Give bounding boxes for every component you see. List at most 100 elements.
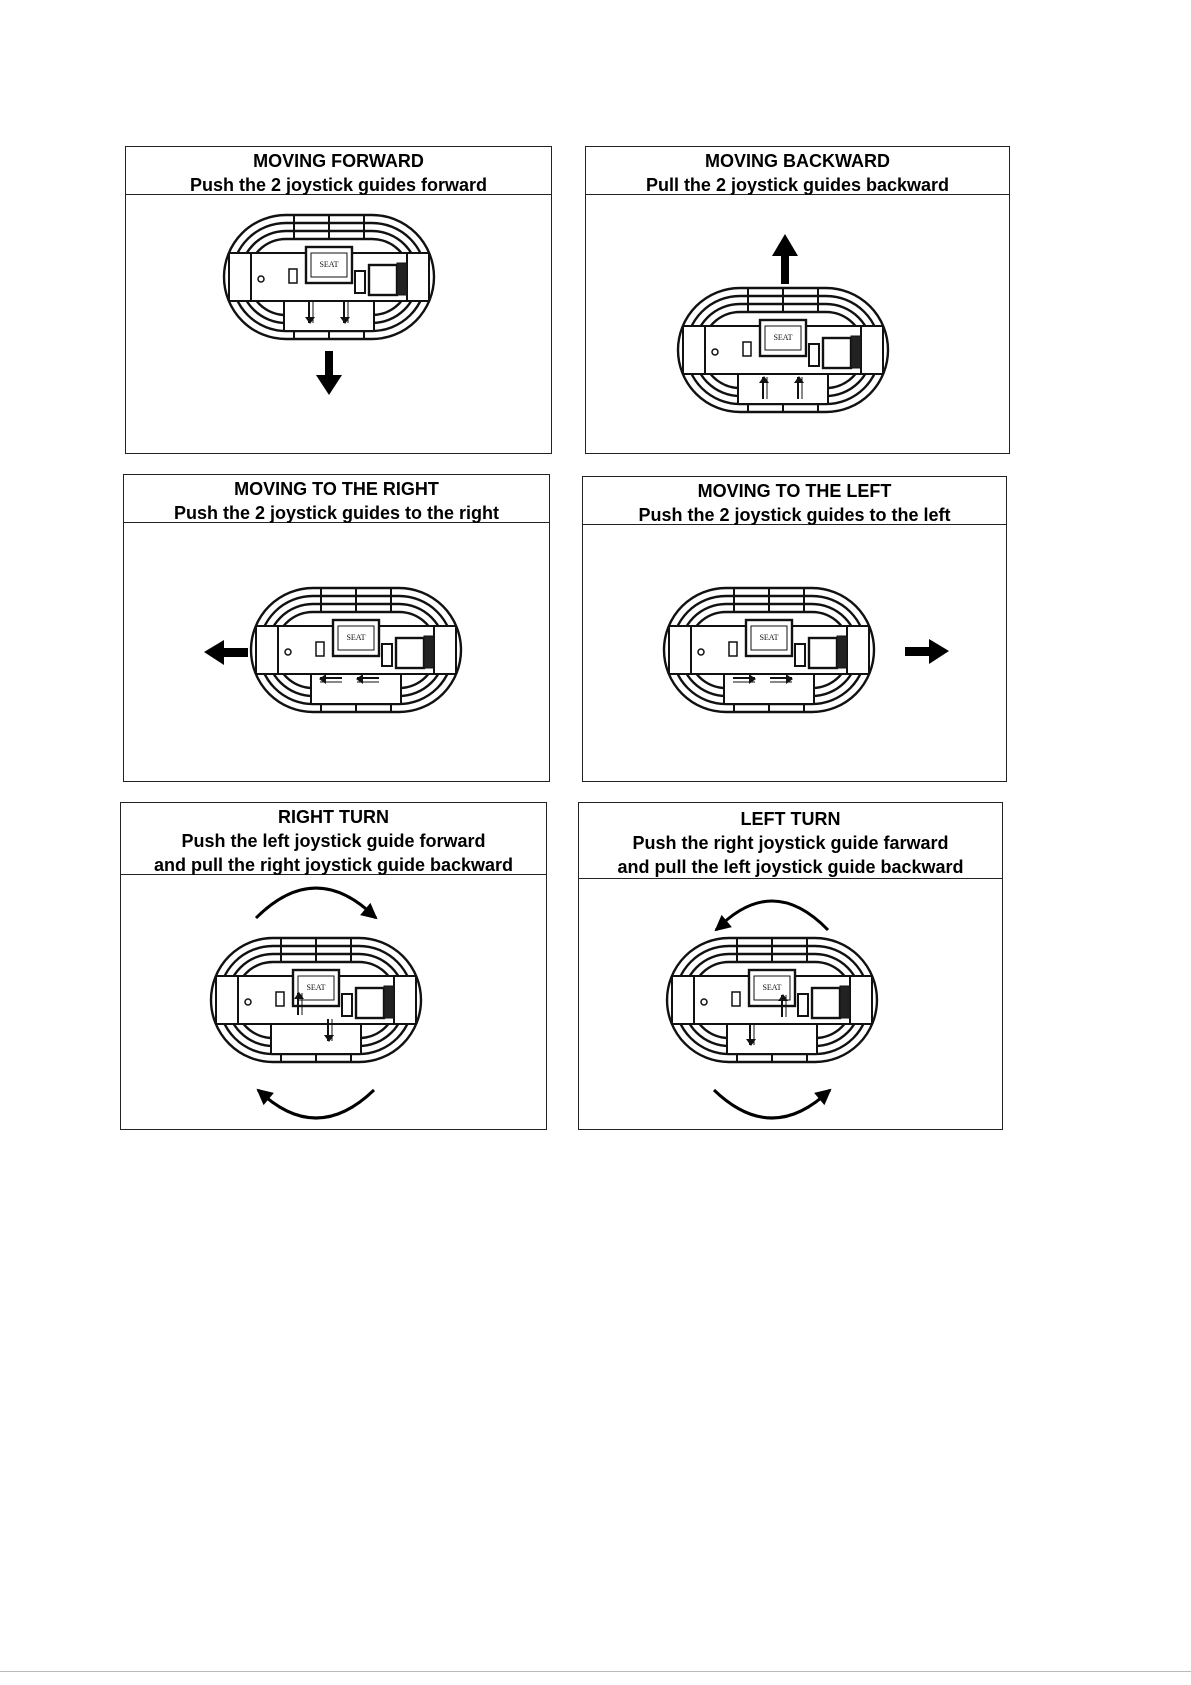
vehicle-diagram: SEAT [665, 899, 879, 1120]
rotation-arrow-curve [712, 1088, 832, 1120]
pivot-point [257, 275, 265, 283]
right-bumper [433, 625, 457, 675]
seat-cushion [750, 625, 788, 651]
motion-arrow-head [316, 375, 342, 395]
joystick-arrow-head [340, 317, 350, 324]
pivot-point [700, 998, 708, 1006]
vehicle-diagram: SEAT [222, 213, 436, 395]
panel-instruction: Push the 2 joystick guides forward [189, 175, 488, 195]
seat-label: SEAT [759, 633, 778, 642]
joystick-arrow-head [778, 994, 788, 1001]
vehicle-top-view: SEAT [222, 213, 436, 341]
track-ring [662, 586, 876, 714]
track-ring [676, 286, 890, 414]
control-box [354, 986, 386, 1020]
motion-arrow-left [204, 640, 248, 665]
track-ring [209, 936, 423, 1064]
motion-arrow-up [772, 234, 798, 284]
panel-left-turn: LEFT TURN Push the right joystick guide … [578, 802, 1003, 1130]
joystick-arrow-head [794, 376, 804, 383]
joystick-arrow-head [324, 1035, 334, 1042]
motion-arrow-shaft [222, 648, 248, 657]
seat-label: SEAT [762, 983, 781, 992]
left-joystick [275, 991, 285, 1007]
right-bumper [846, 625, 870, 675]
motion-arrow-head [772, 234, 798, 256]
control-panel [850, 335, 862, 369]
left-joystick [728, 641, 738, 657]
right-joystick [341, 993, 353, 1017]
panel-moving-forward: MOVING FORWARD Push the 2 joystick guide… [125, 146, 552, 454]
footrest [270, 1023, 362, 1055]
panel-instruction: Push the right joystick guide farward [632, 833, 949, 853]
pivot-point [284, 648, 292, 656]
panel-header: MOVING TO THE LEFT Push the 2 joystick g… [583, 477, 1006, 525]
panel-instruction: and pull the left joystick guide backwar… [617, 857, 964, 877]
track-ring [222, 213, 436, 341]
joystick-arrow-head [294, 992, 304, 999]
vehicle-top-view: SEAT [249, 586, 463, 714]
motion-arrow-right [905, 639, 949, 664]
vehicle-top-view: SEAT [665, 936, 879, 1064]
panel-instruction: Push the left joystick guide forward [181, 831, 486, 851]
panel-title: MOVING TO THE RIGHT [234, 479, 439, 499]
right-bumper [393, 975, 417, 1025]
panel-title: MOVING FORWARD [253, 151, 424, 171]
rotation-arrow-curve [714, 899, 830, 932]
motion-arrow-head [204, 640, 224, 665]
panel-instruction: and pull the right joystick guide backwa… [153, 855, 514, 875]
left-joystick [288, 268, 298, 284]
control-box [367, 263, 399, 297]
motion-arrow-head [929, 639, 949, 664]
panel-right-turn: RIGHT TURN Push the left joystick guide … [120, 802, 547, 1130]
right-joystick [381, 643, 393, 667]
motion-arrow-down [316, 351, 342, 395]
joystick-arrow-head [746, 1039, 756, 1046]
left-bumper [255, 625, 279, 675]
vehicle-top-view: SEAT [662, 586, 876, 714]
rotation-arrow [254, 886, 378, 920]
footrest [737, 373, 829, 405]
page-bottom-rule [0, 1671, 1191, 1672]
rotation-arrow-head [256, 1088, 274, 1106]
vehicle-top-view: SEAT [676, 286, 890, 414]
vehicle-diagram: SEAT [676, 234, 890, 414]
joystick-arrow-head [305, 317, 315, 324]
seat-cushion [753, 975, 791, 1001]
panel-moving-right: MOVING TO THE RIGHT Push the 2 joystick … [123, 474, 550, 782]
control-box [821, 336, 853, 370]
panel-instruction: Pull the 2 joystick guides backward [645, 175, 950, 195]
rotation-arrow-curve [256, 1088, 376, 1120]
panel-header: MOVING TO THE RIGHT Push the 2 joystick … [124, 475, 549, 523]
rotation-arrow-head [360, 902, 378, 920]
right-joystick [797, 993, 809, 1017]
track-ring [249, 586, 463, 714]
left-joystick [731, 991, 741, 1007]
control-panel [396, 262, 408, 296]
joystick-arrow-head [319, 674, 326, 684]
footrest [726, 1023, 818, 1055]
seat-label: SEAT [773, 333, 792, 342]
motion-arrow-shaft [325, 351, 333, 377]
pivot-point [697, 648, 705, 656]
rotation-arrow [256, 1088, 376, 1120]
seat-label: SEAT [306, 983, 325, 992]
panel-moving-backward: MOVING BACKWARD Pull the 2 joystick guid… [585, 146, 1010, 454]
rotation-arrow-curve [254, 886, 378, 920]
right-joystick [354, 270, 366, 294]
right-bumper [860, 325, 884, 375]
joystick-arrow-head [356, 674, 363, 684]
left-bumper [228, 252, 252, 302]
joystick-arrow-head [759, 376, 769, 383]
left-joystick [742, 341, 752, 357]
seat-cushion [764, 325, 802, 351]
rotation-arrow-head [814, 1088, 832, 1106]
left-bumper [682, 325, 706, 375]
seat-cushion [337, 625, 375, 651]
rotation-arrow [712, 1088, 832, 1120]
pivot-point [244, 998, 252, 1006]
motion-arrow-shaft [781, 254, 789, 284]
vehicle-top-view: SEAT [209, 936, 423, 1064]
joystick-arrow-head [786, 674, 793, 684]
vehicle-diagram: SEAT [209, 886, 423, 1120]
